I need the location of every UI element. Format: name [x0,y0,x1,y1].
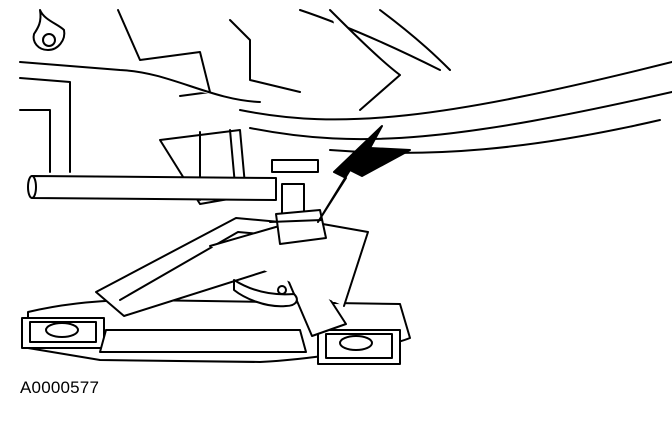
figure-id-label: A0000577 [20,378,100,397]
callout-arrow [317,125,411,223]
cable-bundle [239,61,672,154]
insulator-support [95,217,369,337]
upper-structure [19,9,451,173]
mount-stud [269,159,327,245]
horizontal-rod [27,175,277,201]
mount-base [21,299,411,365]
